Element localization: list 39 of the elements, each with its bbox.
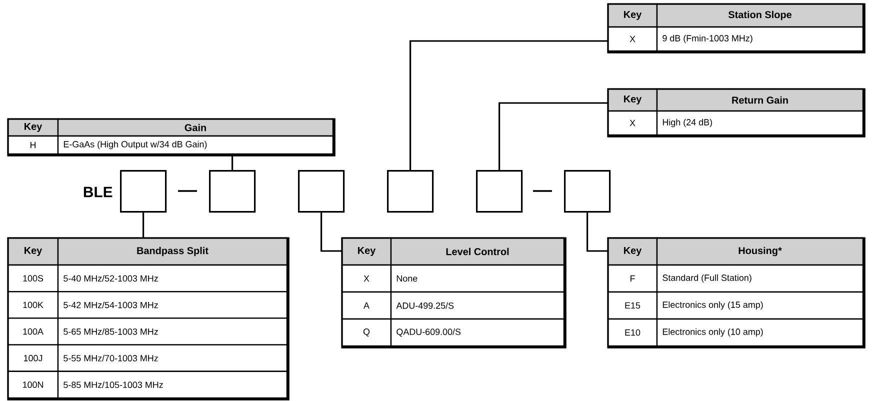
connector-line <box>232 156 234 170</box>
code-box <box>120 170 167 213</box>
code-box <box>209 170 256 213</box>
table-cell: 100A <box>7 318 59 346</box>
prefix-label: BLE <box>84 186 112 198</box>
header-cell: Key <box>607 237 658 266</box>
header-cell: Key <box>7 118 59 137</box>
header-cell: Key <box>341 237 392 266</box>
table-cell: H <box>7 135 59 155</box>
table-cell: E15 <box>607 291 658 320</box>
option-table <box>7 237 290 400</box>
table-cell: E10 <box>607 318 658 347</box>
option-table <box>341 237 566 348</box>
table-cell: X <box>341 264 392 293</box>
table-cell: 100N <box>7 370 59 399</box>
header-cell: Key <box>7 237 59 266</box>
code-box <box>298 170 345 213</box>
table-cell: A <box>341 291 392 320</box>
connector-line <box>498 102 608 170</box>
table-cell: 100J <box>7 344 59 372</box>
table-cell: Q <box>341 318 392 347</box>
table-cell: F <box>607 264 658 293</box>
table-cell: X <box>607 26 658 52</box>
connector-line <box>320 212 342 252</box>
option-table <box>607 237 866 348</box>
connector-line <box>586 212 608 252</box>
option-table <box>607 88 866 138</box>
header-cell: Key <box>607 3 658 28</box>
connector-line <box>410 40 608 170</box>
table-cell: 100K <box>7 291 59 319</box>
connector-line <box>142 212 144 238</box>
code-box <box>564 170 611 213</box>
table-cell: 100S <box>7 264 59 292</box>
option-table <box>607 3 866 54</box>
header-cell: Key <box>607 88 658 112</box>
table-cell: X <box>607 110 658 136</box>
option-table <box>7 118 336 156</box>
code-box <box>387 170 434 213</box>
code-box <box>476 170 523 213</box>
